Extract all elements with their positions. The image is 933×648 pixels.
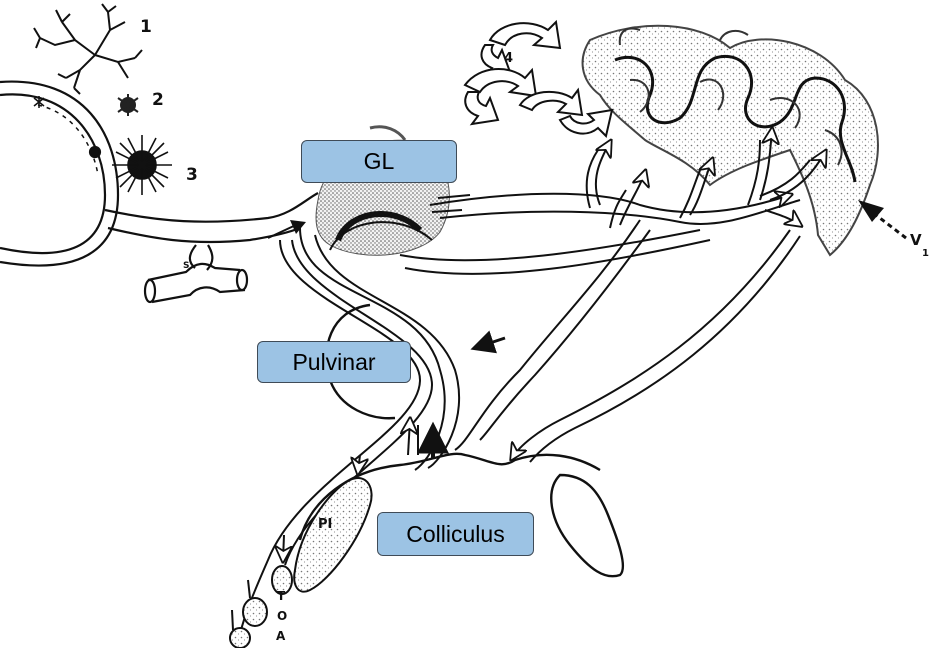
marker-t: T xyxy=(277,589,286,603)
marker-pi: PI xyxy=(318,517,332,532)
optic-nerve: S xyxy=(105,193,318,302)
cell-type-1-dendritic xyxy=(34,4,142,94)
marker-o: O xyxy=(277,609,287,623)
pulvinar-label: Pulvinar xyxy=(292,349,375,376)
cell-type-3-bushy xyxy=(112,135,172,195)
colliculus-label: Colliculus xyxy=(406,521,504,548)
gl-label: GL xyxy=(364,148,395,175)
marker-4: 4 xyxy=(504,51,513,66)
eye-retina xyxy=(0,82,118,266)
v1-arrow xyxy=(858,200,906,238)
marker-a: A xyxy=(276,629,286,643)
svg-text:S: S xyxy=(183,261,189,271)
colliculus-label-box: Colliculus xyxy=(377,512,534,556)
marker-2: 2 xyxy=(152,90,164,110)
marker-v: V xyxy=(910,231,922,249)
gl-label-box: GL xyxy=(301,140,457,183)
marker-3: 3 xyxy=(186,165,198,185)
pretectal-nuclei xyxy=(230,455,372,648)
pulvinar-label-box: Pulvinar xyxy=(257,341,411,383)
marker-v-sub: 1 xyxy=(922,248,929,259)
marker-1: 1 xyxy=(140,17,152,37)
cell-type-2-small xyxy=(118,94,138,116)
